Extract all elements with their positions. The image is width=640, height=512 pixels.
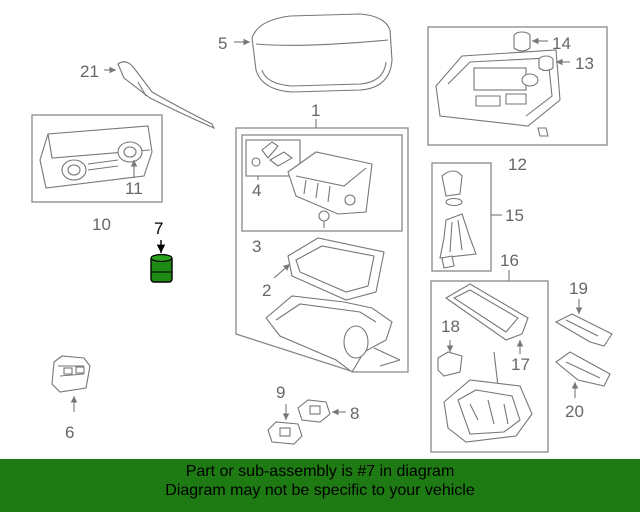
part-6-switch-block — [51, 355, 91, 393]
box-3 — [241, 134, 403, 232]
part-17-bezel — [444, 283, 529, 341]
part-18-module — [437, 351, 463, 377]
callout-1: 1 — [311, 101, 320, 120]
part-12-control-panel — [435, 49, 561, 137]
callout-8: 8 — [350, 404, 359, 423]
part-16-shifter-assembly — [443, 351, 533, 443]
box-1 — [235, 127, 409, 373]
callout-14: 14 — [552, 34, 571, 53]
part-3-console-bracket — [287, 151, 373, 228]
box-10 — [31, 114, 163, 203]
callout-9: 9 — [276, 383, 285, 402]
callout-4: 4 — [252, 181, 261, 200]
callout-11: 11 — [125, 179, 143, 198]
banner-line-1: Part or sub-assembly is #7 in diagram — [185, 463, 455, 480]
part-11-climate-panel — [39, 125, 153, 189]
box-12 — [427, 26, 608, 146]
part-9-switch — [267, 421, 303, 445]
part-21-trim-strip — [117, 61, 216, 130]
callout-10: 10 — [92, 215, 111, 234]
box-15 — [431, 162, 492, 272]
callout-20: 20 — [565, 402, 584, 421]
callout-18: 18 — [441, 317, 460, 336]
part-1-console-base — [265, 295, 401, 373]
callout-7: 7 — [154, 219, 163, 238]
part-5-armrest-lid — [251, 13, 393, 93]
callout-5: 5 — [218, 34, 227, 53]
part-4-clips — [251, 141, 293, 167]
callout-13: 13 — [575, 54, 594, 73]
callout-19: 19 — [569, 279, 588, 298]
callout-2: 2 — [262, 281, 271, 300]
info-banner: Part or sub-assembly is #7 in diagram Di… — [0, 459, 640, 512]
callout-17: 17 — [511, 355, 530, 374]
callout-6: 6 — [65, 423, 74, 442]
part-19-cover — [554, 313, 613, 347]
part-7-switch — [150, 253, 173, 283]
callout-21: 21 — [80, 62, 99, 81]
part-14-knob — [513, 31, 531, 52]
callout-15: 15 — [505, 206, 524, 225]
callout-12: 12 — [508, 155, 527, 174]
part-15-shift-knob-boot — [439, 170, 477, 269]
part-8-switch — [297, 399, 331, 423]
part-13-knob — [538, 55, 554, 72]
callout-16: 16 — [500, 251, 519, 270]
part-20-cover — [555, 351, 611, 387]
part-2-storage-tray — [287, 237, 385, 301]
box-16 — [430, 280, 549, 453]
callout-3: 3 — [252, 237, 261, 256]
banner-line-2: Diagram may not be specific to your vehi… — [165, 482, 475, 499]
